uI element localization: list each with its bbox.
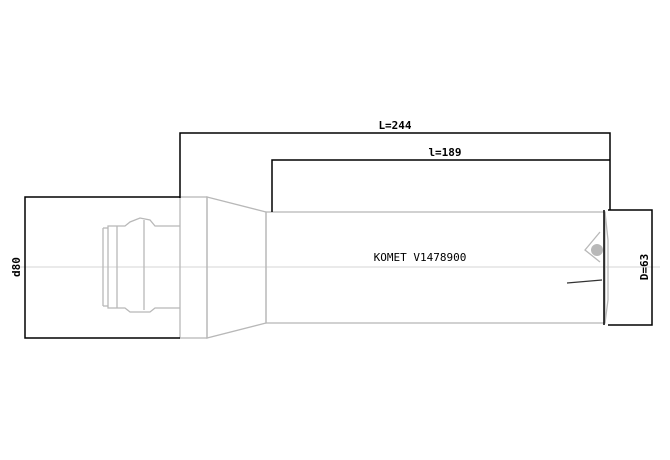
usable-length-label: l=189 (428, 146, 461, 159)
shank (265, 211, 606, 324)
edge-line (566, 279, 603, 284)
insert (584, 231, 601, 263)
shank-diameter-label: d80 (10, 257, 23, 277)
dimensions (24, 132, 653, 339)
overall-length-label: L=244 (378, 119, 411, 132)
cutting-head (604, 211, 609, 324)
part-label: KOMET V1478900 (374, 251, 467, 264)
tool-body (20, 196, 660, 339)
insert-screw-icon (591, 244, 603, 256)
cutting-diameter-label: D=63 (638, 254, 651, 281)
hsk-shank (102, 217, 180, 313)
